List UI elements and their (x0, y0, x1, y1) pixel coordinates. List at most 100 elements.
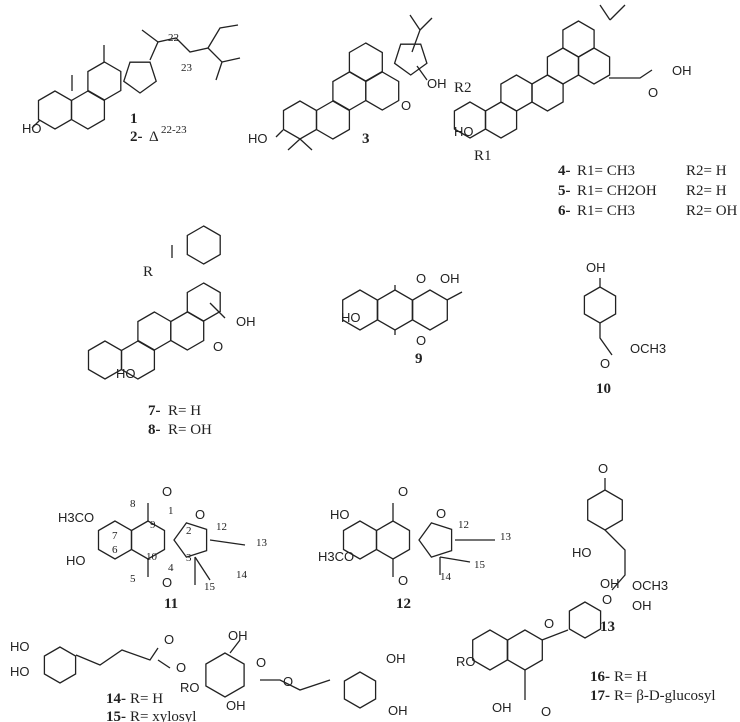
c11-furan-o: O (195, 507, 205, 522)
c9-hydroxyl-1: OH (440, 271, 460, 286)
c3-ring-d2 (348, 42, 383, 82)
c7-cooh (209, 302, 226, 319)
c10-ring (583, 286, 617, 324)
compound-3-label: 3 (362, 131, 370, 147)
compound-10-label: 10 (596, 381, 611, 397)
c16-carbonyl-o: O (541, 704, 551, 719)
c3-ring-a (282, 100, 318, 140)
c1-side-chain (149, 24, 239, 61)
c13-hydroxyl: HO (572, 545, 592, 560)
c12-methyl-15 (439, 556, 471, 563)
c11-locants: 8 7 6 5 9 10 1 2 3 4 12 13 14 15 (112, 498, 268, 593)
c1-methyl-21 (141, 29, 159, 43)
c9-methyl (446, 291, 463, 301)
c12-hydroxyl: HO (330, 507, 350, 522)
c16-r-glucosyl: R= β-D-glucosyl (614, 688, 716, 704)
c14-sugar (205, 652, 245, 698)
c12-ring-b (375, 520, 411, 560)
c3-ring-e (393, 43, 428, 76)
compound-16-label: 16- (590, 669, 610, 685)
c14-hydroxyl-4p: OH (388, 703, 408, 718)
c3-methyl (287, 138, 301, 151)
legend-num: 6- (558, 203, 571, 219)
compound-8-label: 8- (148, 422, 161, 438)
c14-catechol-ring (343, 671, 377, 709)
locant: 14 (236, 569, 248, 581)
c14-hydroxyl-4: HO (10, 664, 30, 679)
c10-hydroxyl: OH (586, 260, 606, 275)
legend-num: 5- (558, 183, 571, 199)
legend-r2: R2= H (686, 163, 727, 179)
c9-carbonyl-bottom: O (416, 333, 426, 348)
c4-ring-d (531, 74, 564, 112)
c14-ester-o: O (176, 660, 186, 675)
c14-ro: RO (180, 680, 200, 695)
c4-ring-f2 (562, 20, 595, 58)
legend-r1: R1= CH3 (577, 203, 635, 219)
c16-ring-b (568, 601, 602, 639)
c12-carbonyl-top: O (398, 484, 408, 499)
c11-methyl-14 (194, 556, 211, 581)
legend-r2: R2= OH (686, 203, 738, 219)
c1-locant-22: 22 (168, 32, 179, 44)
c14-carbonyl-o: O (164, 632, 174, 647)
c14-ester (157, 659, 171, 669)
locant: 10 (146, 551, 158, 563)
c12-carbonyl-bottom: O (398, 573, 408, 588)
c16-ring-o: O (544, 616, 554, 631)
c13-chain (604, 529, 626, 591)
locant: 13 (256, 537, 268, 549)
c7-ring-e (186, 282, 221, 322)
compound-12-label: 12 (396, 596, 411, 612)
legend-num: 4- (558, 163, 571, 179)
c3-isopropenyl (409, 14, 421, 53)
c1-ring-d (123, 61, 157, 94)
c7-hydroxyl: HO (116, 366, 136, 381)
c4-hydroxyl: HO (454, 124, 474, 139)
c3-hydroxyl: HO (248, 131, 268, 146)
c16-ring-c (507, 629, 543, 671)
c4-r2: R2 (454, 80, 472, 96)
legend-r1: R1= CH2OH (577, 183, 657, 199)
locant: 4 (168, 562, 174, 574)
compound-17-label: 17- (590, 688, 610, 704)
compounds-4-6-legend: 4- R1= CH3 R2= H 5- R1= CH2OH R2= H 6- R… (558, 163, 738, 219)
c14-glycoside-o: O (283, 674, 293, 689)
c16-b-link (541, 629, 569, 641)
locant: 15 (204, 581, 216, 593)
c1-hydroxyl: HO (22, 121, 42, 136)
compound-9-label: 9 (415, 351, 423, 367)
c3-cooh-oh: OH (427, 76, 447, 91)
c3-methyl (299, 138, 313, 151)
c12-methoxy: H3CO (318, 549, 354, 564)
c16-ring-a (472, 629, 508, 671)
c16-r-h: R= H (614, 669, 647, 685)
c4-ring-e (546, 47, 580, 85)
c1-isopropyl (207, 47, 223, 81)
c4-r1: R1 (474, 148, 492, 164)
c14-r-h: R= H (130, 691, 163, 707)
c14-ch2oh: OH (228, 628, 248, 643)
compound-1-label: 1 (130, 111, 138, 127)
c7-carbonyl-o: O (213, 339, 223, 354)
compound-2-label: 2- (130, 129, 143, 145)
c12-furan (418, 522, 453, 558)
locant: 7 (112, 530, 118, 542)
c12-locant-12: 12 (458, 519, 469, 531)
compound-7-label: 7- (148, 403, 161, 419)
c10-chain (599, 323, 613, 356)
c11-carbonyl-4: O (162, 575, 172, 590)
locant: 9 (150, 519, 156, 531)
c14-ethyl-linker (260, 679, 331, 691)
c13-carbonyl-o: O (598, 461, 608, 476)
c13-methoxy: OCH3 (632, 578, 668, 593)
c4-ring-c (500, 74, 533, 112)
c4-carbonyl-o: O (648, 85, 658, 100)
c1-ring-c (87, 61, 122, 101)
c3-carbonyl-o: O (401, 98, 411, 113)
c3-cooh (416, 65, 428, 81)
c10-methoxy: OCH3 (630, 341, 666, 356)
c16-hydroxyl-3p: OH (600, 576, 620, 591)
locant: 1 (168, 505, 174, 517)
